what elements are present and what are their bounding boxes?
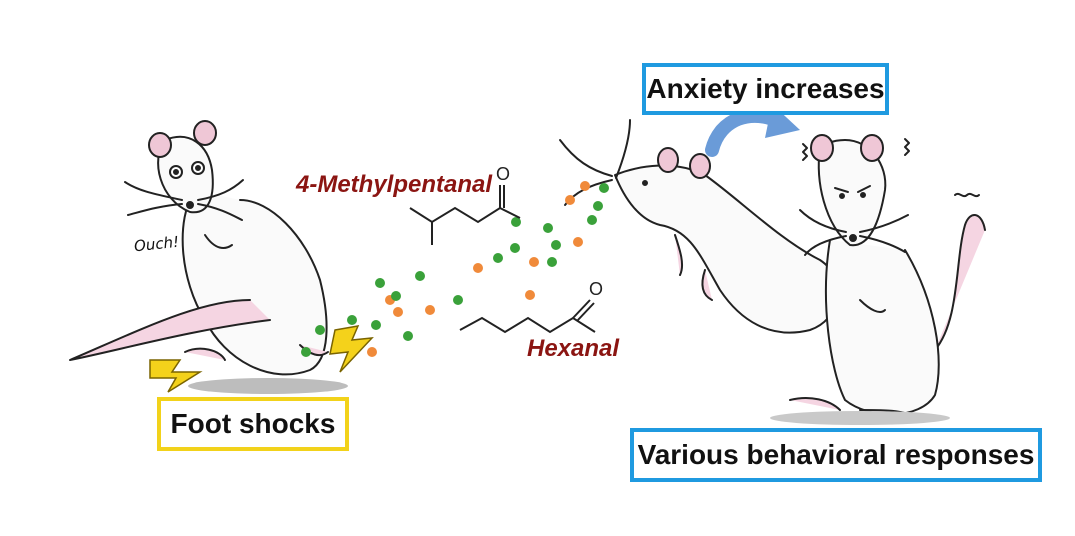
anxiety-increases-label: Anxiety increases — [642, 63, 889, 115]
behavioral-responses-label: Various behavioral responses — [630, 428, 1042, 482]
lightning-bolt-icon — [149, 325, 374, 393]
structure-4-methylpentanal — [409, 185, 521, 245]
molecule-name-4-methylpentanal: 4-Methylpentanal — [296, 171, 493, 198]
atom-o-2: O — [589, 279, 603, 299]
odor-particles — [301, 181, 609, 357]
foot-shocks-label: Foot shocks — [157, 397, 349, 451]
rat-anxious — [770, 134, 986, 425]
rat-sniffing — [559, 119, 839, 334]
molecule-name-hexanal: Hexanal — [527, 335, 620, 362]
atom-o-1: O — [496, 164, 510, 184]
structure-hexanal — [459, 299, 596, 334]
